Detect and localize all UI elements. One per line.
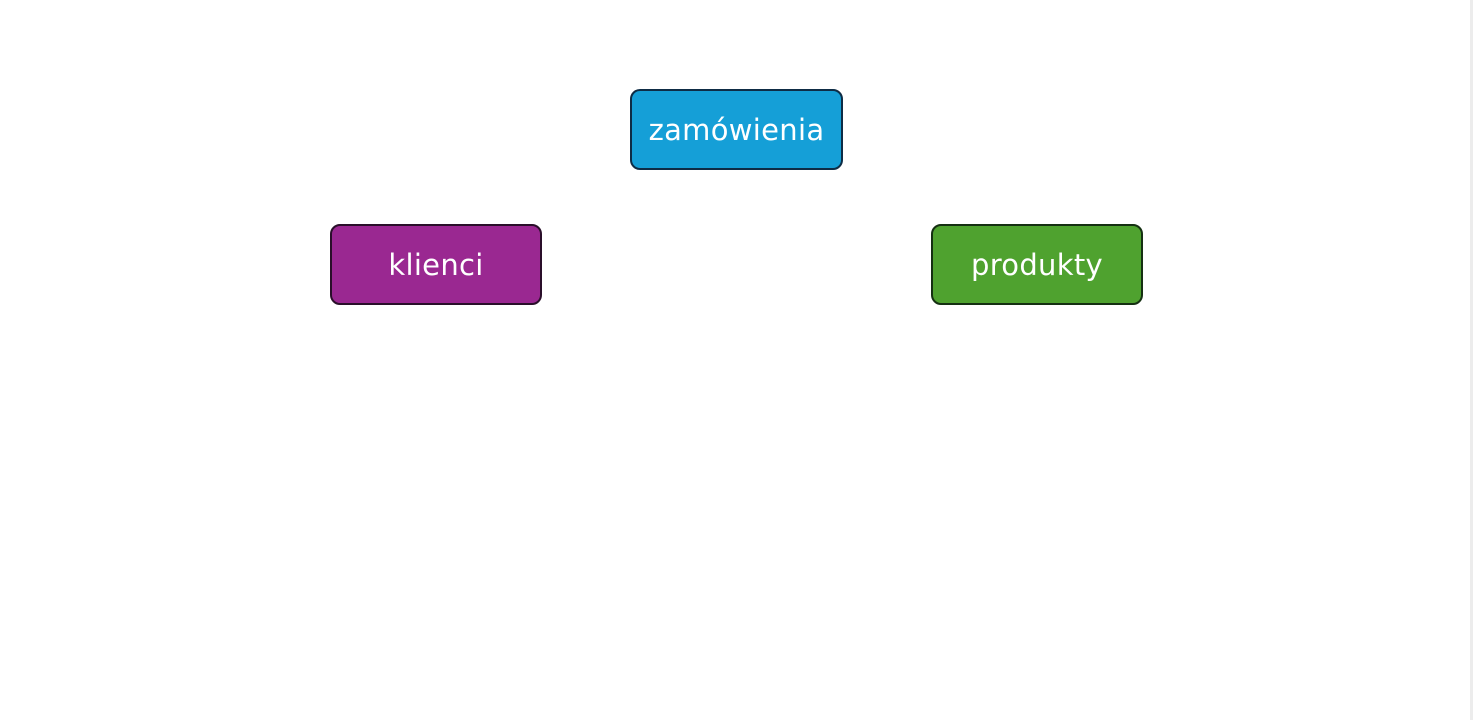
node-zamowienia[interactable]: zamówienia — [630, 89, 843, 170]
node-klienci[interactable]: klienci — [330, 224, 542, 305]
scrollbar-edge — [1470, 0, 1473, 720]
node-produkty[interactable]: produkty — [931, 224, 1143, 305]
